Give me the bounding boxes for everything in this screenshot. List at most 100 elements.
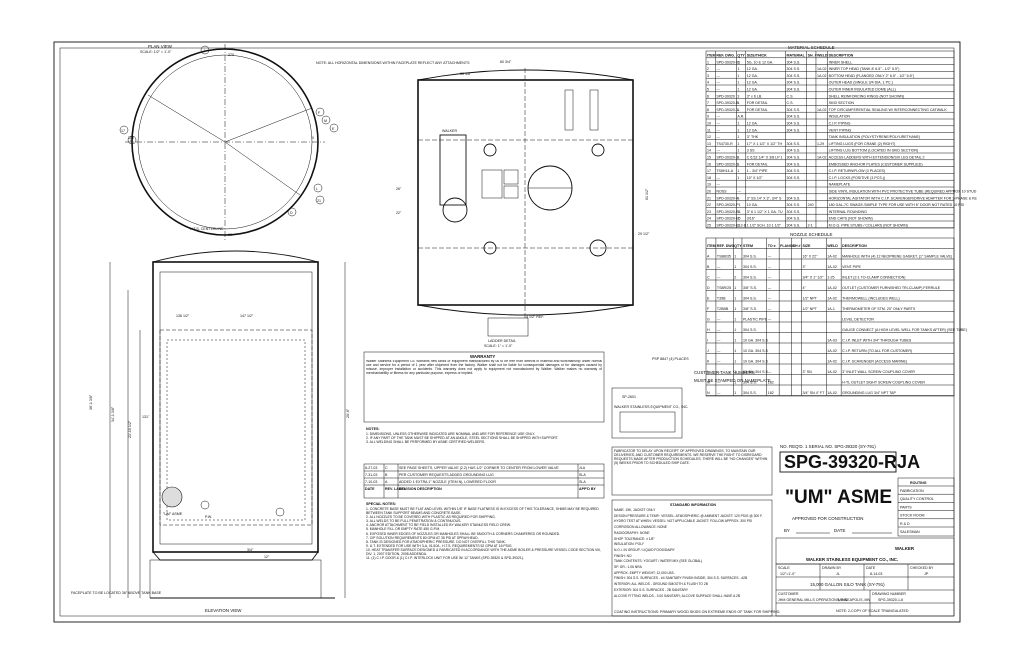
- material-row-cell: 1: [737, 67, 739, 71]
- nozzle-row-cell: 1A-02: [827, 360, 837, 364]
- location-value: MINNEAPOLIS, MN: [838, 598, 871, 602]
- coating-note: COATING INSTRUCTIONS: PRIMARY WOOD SKIDS…: [614, 610, 780, 614]
- material-row-cell: 304 S.S.: [787, 122, 801, 126]
- routing-title: ROUTING: [910, 481, 927, 485]
- material-row-cell: 1: [737, 196, 739, 200]
- nozzle-row-cell: THERMOMETER OF STM. 20" ONLY PARTS: [842, 307, 916, 311]
- material-row-cell: 10 GA.: [747, 203, 758, 207]
- routing-item: SALESMAN: [900, 530, 920, 534]
- nozzle-row-cell: 1: [734, 307, 736, 311]
- material-row-cell: ---: [716, 74, 720, 78]
- drawn-label: DRAWN BY: [822, 566, 842, 570]
- nozzle-row-cell: K: [707, 360, 710, 364]
- nozzle-row-cell: 304 S.S.: [743, 297, 757, 301]
- revision-cell: 8-27-03: [365, 466, 377, 470]
- dim-26: 26": [396, 187, 402, 191]
- tank-shell: [152, 261, 319, 553]
- revision-header: DATE: [365, 487, 375, 491]
- nozzle-row-cell: ---: [717, 276, 721, 280]
- material-row-cell: 3" x 6 LB.: [747, 94, 762, 98]
- material-row-cell: 304 S.S.: [787, 210, 801, 214]
- customer-stamp-note-1: CUSTOMER TANK NUMBERS: [694, 370, 755, 375]
- skid-section: [149, 559, 322, 599]
- material-row-cell: SHELL REINFORCING RINGS (NOT SHOWN): [829, 94, 904, 98]
- nozzle-row-cell: ---: [717, 349, 721, 353]
- nozzle-row-cell: 3/4" SN 4" FT: [802, 391, 825, 395]
- list-item: 8. TANK IS DESIGNED FOR ATMOSPHERIC PRES…: [366, 539, 506, 544]
- material-row-cell: 22: [707, 203, 711, 207]
- note-pw: P.W.: [205, 515, 212, 519]
- revision-header: REV. LABEL: [385, 487, 407, 491]
- nozzle-row-cell: 10 GA. 304 S.S: [743, 339, 769, 343]
- nozzle-row-cell: INLET (2-1 TO-CLAMP CONNECTION): [842, 276, 905, 280]
- material-row-cell: 24: [707, 217, 711, 221]
- nozzle-row-cell: THERMOWELL (INCLUDES WELL): [842, 297, 900, 301]
- dim-34: 3/4": [247, 548, 254, 552]
- material-row-cell: 1: [737, 142, 739, 146]
- material-row-cell: LIFTING LUG BOTTOM (LOCATED IN SKID SECT…: [829, 149, 919, 153]
- nozzle-row-cell: 1: [734, 286, 736, 290]
- plan-view: PLAN VIEW SCALE: 1/2" = 1'-0" 270 180 0 …: [119, 44, 339, 240]
- list-item: 3. ALL WELDS TO BE FULL PENETRATION & CO…: [366, 519, 462, 524]
- svg-text:1: 1: [204, 49, 206, 53]
- svg-text:9: 9: [130, 139, 132, 143]
- list-item: 10. HEAT TRANSFER SURFACE DESIGNED & FAB…: [366, 547, 602, 557]
- material-row-cell: 3 SS: [747, 149, 755, 153]
- material-row-cell: SPD-39320: [716, 94, 735, 98]
- material-row-cell: 304 S.S.: [787, 176, 801, 180]
- revision-cell: ADDED 1 EXTRA 1" NOZZLE (ITEM N), LOWERE…: [399, 480, 496, 484]
- material-row-cell: 12 GA.: [747, 88, 758, 92]
- tank-liner: [159, 271, 313, 545]
- nozzle-row-cell: 3/8" S.S.: [743, 307, 757, 311]
- notes-block: NOTES: 1. DIMENSIONS, UNLESS OTHERWISE I…: [366, 427, 558, 444]
- nozzle-row-header: DESCRIPTION: [842, 244, 867, 248]
- list-item: RADIOGRAPHY: NONE: [614, 530, 650, 535]
- dim-61: 61 1/2": [645, 188, 649, 200]
- nozzle-row-cell: TS8R/25: [717, 286, 731, 290]
- nozzle-row-header: QTY: [734, 244, 742, 248]
- material-row-cell: 1: [737, 149, 739, 153]
- warranty-title: WARRANTY: [470, 354, 495, 359]
- warranty-block: WARRANTY Walker Stainless Equipment Co. …: [363, 351, 605, 423]
- nozzle-row-cell: TS8B/35: [717, 255, 731, 259]
- list-item: INTERIOR: ALL WELDS - GROUND SMOOTH & FL…: [614, 582, 708, 587]
- material-row-cell: SPD-39320-P1: [716, 203, 740, 207]
- sheet-border: [53, 41, 961, 623]
- nozzle-row-cell: C.I.P. RETURN (TO ALL FOR CUSTOMER): [842, 349, 912, 353]
- material-row-cell: SPD-39320-E5: [716, 217, 740, 221]
- nozzle-row-cell: VENT PIPE: [842, 265, 861, 269]
- material-row-cell: 11: [707, 128, 711, 132]
- walker-logo: WALKER: [895, 546, 915, 551]
- material-row-cell: SPD-39320-01: [716, 60, 740, 64]
- approved-label: APPROVED FOR CONSTRUCTION: [792, 516, 863, 521]
- nozzle-row-cell: D: [707, 286, 710, 290]
- nozzle-row-cell: 16" X 22": [802, 255, 818, 259]
- list-item: 6. EXPOSED INNER EDGES OF NOZZLES OR MAN…: [366, 531, 561, 536]
- dim-33: 33 3/8": [460, 72, 472, 76]
- material-row-cell: 1: [737, 176, 739, 180]
- material-row-cell: 3" 6 1 1/2" X 1 GA. TU: [747, 210, 783, 214]
- nozzle-row-cell: 1A-02: [827, 349, 837, 353]
- list-item: FINISH: 304 S.S. SURFACES - #4 SANITARY …: [614, 576, 748, 581]
- scale-value: 1/2"=1'-0": [780, 572, 796, 576]
- notes-title: NOTES:: [366, 427, 380, 431]
- nozzle-row-cell: ---: [717, 381, 721, 385]
- material-row-cell: 3" THK: [747, 135, 759, 139]
- nozzle-row-cell: LEVEL DETECTOR: [842, 318, 874, 322]
- material-row-cell: 12 GA.: [747, 122, 758, 126]
- material-row-cell: 304 S.S.: [787, 217, 801, 221]
- material-row-cell: 180 GAL-7C SWAGE-SIMPLE TYPE FOR USE WIT…: [829, 203, 964, 207]
- dim-147: 147 1/2": [240, 314, 254, 318]
- nozzle-row-cell: ---: [768, 318, 772, 322]
- material-row-cell: 2-1: [808, 224, 813, 228]
- list-item: N.O.I. IN GROUP / LIQUID FOOD/DAIRY: [614, 547, 675, 552]
- material-row-cell: 3" SS 14" X 3", 3/4" S: [747, 196, 782, 200]
- revision-cell: 7-10-03: [365, 480, 377, 484]
- nozzle-row-cell: 1: [734, 391, 736, 395]
- nozzle-row-header: TO ±: [768, 244, 776, 248]
- material-row-cell: 1: [737, 162, 739, 166]
- material-row-cell: 1: [737, 210, 739, 214]
- material-row-cell: 1 - 3/4" PIPE: [747, 169, 768, 173]
- material-row-header: MATERIAL: [787, 53, 806, 57]
- dim-22: 22": [396, 211, 402, 215]
